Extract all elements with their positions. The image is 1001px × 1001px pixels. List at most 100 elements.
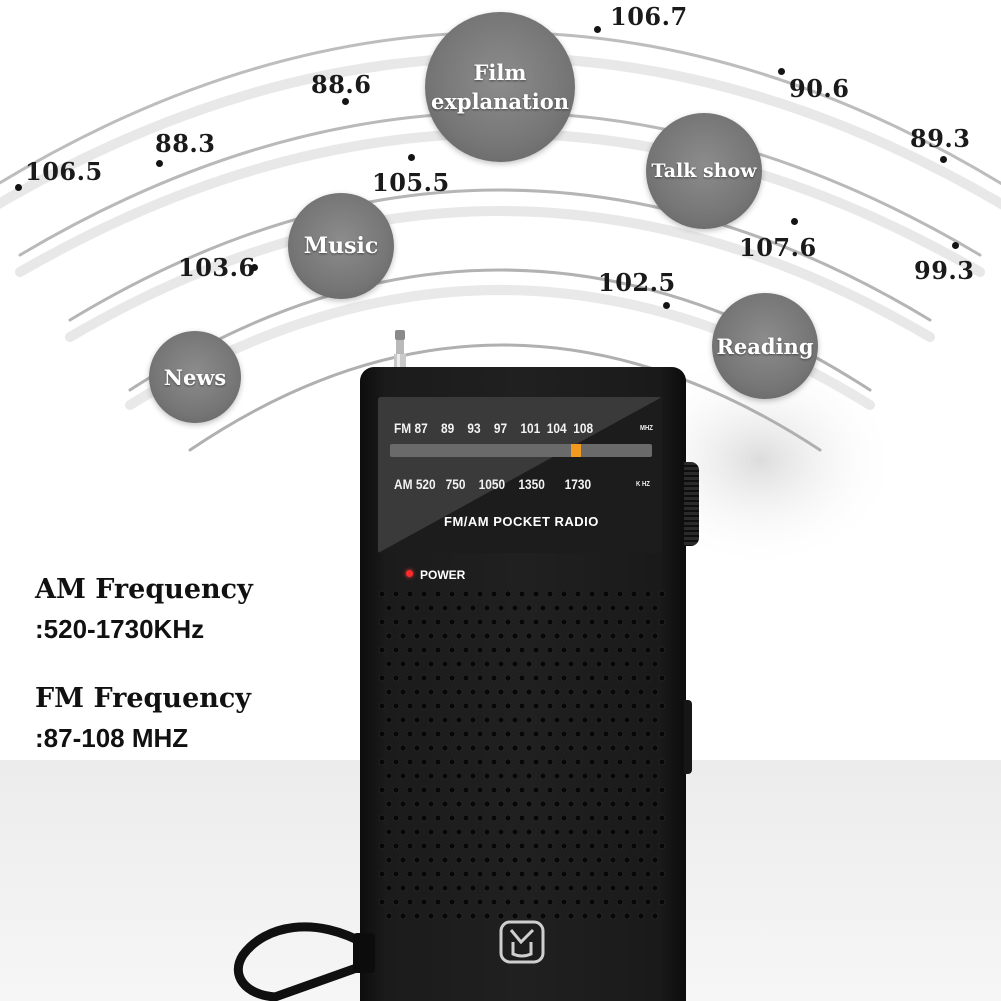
speaker-hole [476, 870, 484, 878]
speaker-hole [553, 772, 561, 780]
speaker-hole [497, 800, 505, 808]
speaker-hole [434, 814, 442, 822]
speaker-hole [469, 772, 477, 780]
speaker-hole [406, 702, 414, 710]
speaker-hole [560, 674, 568, 682]
speaker-hole [616, 786, 624, 794]
speaker-hole [511, 800, 519, 808]
speaker-hole [623, 856, 631, 864]
speaker-hole [553, 632, 561, 640]
speaker-hole [406, 618, 414, 626]
speaker-hole [399, 632, 407, 640]
speaker-hole [406, 646, 414, 654]
speaker-hole [490, 730, 498, 738]
speaker-hole [469, 660, 477, 668]
speaker-hole [441, 632, 449, 640]
speaker-hole [441, 744, 449, 752]
speaker-hole [532, 842, 540, 850]
speaker-hole [406, 814, 414, 822]
speaker-hole [490, 590, 498, 598]
speaker-hole [609, 800, 617, 808]
frequency-dot [952, 242, 959, 249]
speaker-hole [420, 618, 428, 626]
speaker-hole [595, 688, 603, 696]
speaker-hole [441, 688, 449, 696]
speaker-hole [658, 870, 666, 878]
speaker-hole [455, 604, 463, 612]
speaker-hole [539, 856, 547, 864]
speaker-hole [427, 800, 435, 808]
speaker-hole [399, 772, 407, 780]
speaker-hole [462, 870, 470, 878]
speaker-hole [539, 688, 547, 696]
speaker-hole [553, 744, 561, 752]
speaker-hole [658, 674, 666, 682]
speaker-hole [546, 646, 554, 654]
speaker-hole [651, 660, 659, 668]
speaker-hole [525, 856, 533, 864]
speaker-hole [560, 786, 568, 794]
speaker-hole [525, 912, 533, 920]
speaker-hole [455, 772, 463, 780]
speaker-hole [392, 758, 400, 766]
speaker-hole [553, 856, 561, 864]
speaker-hole [385, 884, 393, 892]
speaker-hole [497, 856, 505, 864]
speaker-hole [581, 632, 589, 640]
speaker-hole [385, 828, 393, 836]
speaker-hole [476, 758, 484, 766]
speaker-hole [378, 674, 386, 682]
speaker-hole [399, 828, 407, 836]
speaker-hole [532, 590, 540, 598]
speaker-hole [602, 702, 610, 710]
speaker-hole [609, 660, 617, 668]
speaker-hole [406, 674, 414, 682]
speaker-hole [462, 842, 470, 850]
speaker-hole [385, 744, 393, 752]
bubble-label: Talk show [651, 159, 757, 182]
speaker-hole [504, 870, 512, 878]
speaker-hole [490, 702, 498, 710]
speaker-hole [651, 772, 659, 780]
speaker-hole [623, 660, 631, 668]
speaker-hole [539, 884, 547, 892]
speaker-hole [574, 590, 582, 598]
speaker-hole [504, 786, 512, 794]
speaker-hole [483, 828, 491, 836]
speaker-hole [560, 702, 568, 710]
speaker-hole [378, 758, 386, 766]
speaker-hole [609, 716, 617, 724]
speaker-hole [637, 660, 645, 668]
speaker-hole [434, 898, 442, 906]
speaker-hole [434, 646, 442, 654]
speaker-hole [539, 772, 547, 780]
speaker-hole [378, 814, 386, 822]
speaker-hole [448, 842, 456, 850]
speaker-hole [385, 604, 393, 612]
speaker-hole [546, 618, 554, 626]
speaker-hole [413, 716, 421, 724]
speaker-hole [553, 800, 561, 808]
speaker-hole [623, 632, 631, 640]
frequency-dot [342, 98, 349, 105]
speaker-hole [602, 758, 610, 766]
speaker-hole [511, 604, 519, 612]
speaker-hole [574, 814, 582, 822]
am-unit: K HZ [636, 481, 650, 488]
speaker-hole [511, 660, 519, 668]
speaker-hole [462, 618, 470, 626]
frequency-label: 88.3 [155, 129, 216, 158]
speaker-hole [546, 730, 554, 738]
speaker-hole [553, 828, 561, 836]
speaker-hole [392, 730, 400, 738]
frequency-dot [663, 302, 670, 309]
speaker-hole [462, 814, 470, 822]
speaker-hole [469, 884, 477, 892]
speaker-hole [602, 646, 610, 654]
speaker-hole [609, 632, 617, 640]
speaker-hole [413, 772, 421, 780]
speaker-hole [637, 772, 645, 780]
speaker-hole [518, 814, 526, 822]
speaker-hole [483, 800, 491, 808]
speaker-hole [476, 786, 484, 794]
